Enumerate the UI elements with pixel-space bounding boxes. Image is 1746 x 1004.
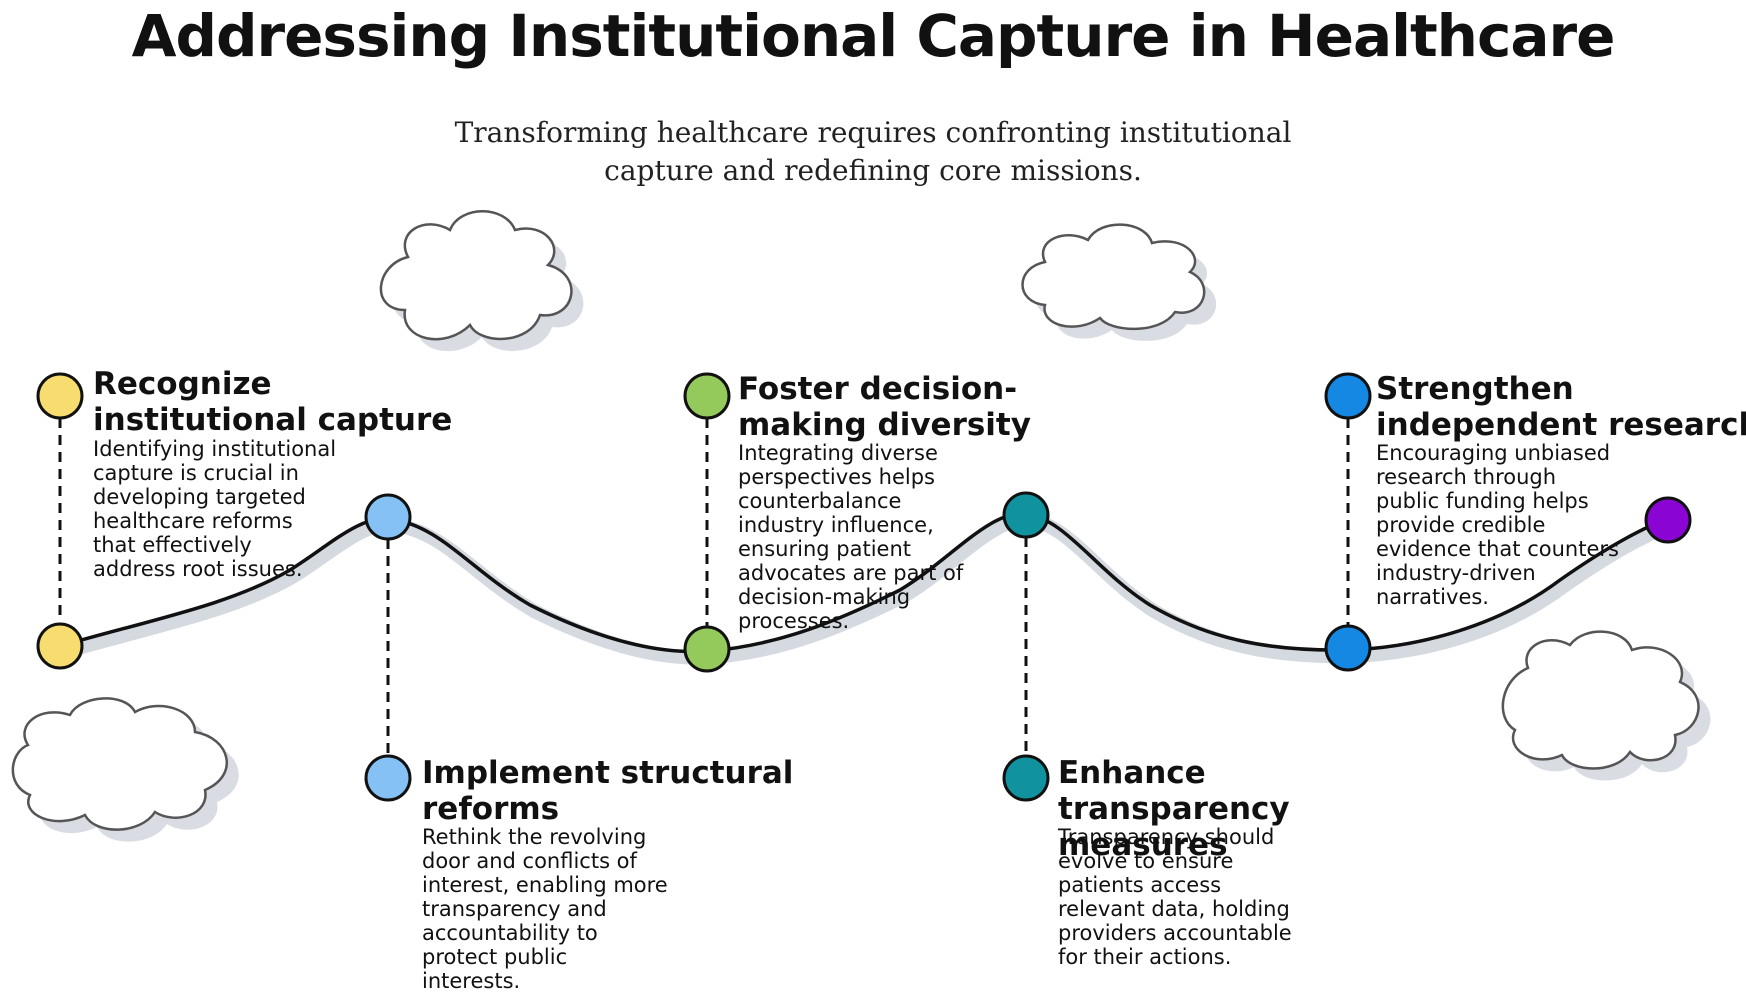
desc-line: Transparency should [1058,825,1275,849]
node-step-5-path [1324,624,1372,672]
desc-line: address root issues. [93,557,303,581]
desc-line: relevant data, holding [1058,897,1290,921]
step-4-title-line-1: Enhance [1058,755,1206,791]
desc-line: transparency and [422,897,607,921]
desc-line: evolve to ensure [1058,849,1234,873]
node-step-3-path [683,625,731,673]
step-3-description: Integrating diverse perspectives helps c… [738,441,1038,633]
desc-line: capture is crucial in [93,461,299,485]
node-step-2-path [364,493,412,541]
desc-line: counterbalance [738,489,902,513]
desc-line: protect public [422,945,568,969]
desc-line: door and conflicts of [422,849,637,873]
step-4-title-line-2: transparency [1058,791,1290,827]
step-5-description: Encouraging unbiased research through pu… [1376,441,1676,609]
desc-line: patients access [1058,873,1222,897]
node-step-5-top [1324,372,1372,420]
desc-line: providers accountable [1058,921,1292,945]
step-1-title: Recognize institutional capture [93,366,523,438]
desc-line: Encouraging unbiased [1376,441,1611,465]
desc-line: accountability to [422,921,598,945]
desc-line: narratives. [1376,585,1489,609]
node-end [1644,496,1692,544]
desc-line: evidence that counters [1376,537,1619,561]
step-4-title: Enhance transparency measures [1058,755,1488,863]
desc-line: advocates are part of [738,561,964,585]
cloud-bottom-left [11,697,239,842]
step-4-title-line-3: measures [1058,827,1228,863]
roadmap-path-shadow [57,512,1683,665]
desc-line: research through [1376,465,1557,489]
step-3-title: Foster decision- making diversity [738,371,1168,443]
step-2-description: Rethink the revolving door and conflicts… [422,825,722,993]
desc-line: Rethink the revolving [422,825,647,849]
step-5-title-line-2: independent research [1376,407,1746,443]
desc-line: processes. [738,609,850,633]
page-subtitle: Transforming healthcare requires confron… [423,114,1323,190]
desc-line: perspectives helps [738,465,935,489]
step-2-title-line-2: reforms [422,791,560,827]
desc-line: Identifying institutional [93,437,337,461]
step-1-description: Identifying institutional capture is cru… [93,437,393,581]
step-3-title-line-2: making diversity [738,407,1031,443]
node-step-3-top [683,372,731,420]
step-2-title-line-1: Implement structural [422,755,794,791]
subtitle-line-2: capture and redefining core missions. [604,154,1142,187]
roadmap-path [58,512,1674,654]
desc-line: that effectively [93,533,252,557]
desc-line: developing targeted [93,485,306,509]
desc-line: decision-making [738,585,911,609]
desc-line: ensuring patient [738,537,911,561]
page-title: Addressing Institutional Capture in Heal… [131,2,1616,70]
step-1-title-line-1: Recognize [93,366,272,402]
node-step-4-path [1002,491,1050,539]
step-5-title: Strengthen independent research [1376,371,1746,443]
cloud-top-left [379,210,584,352]
desc-line: public funding helps [1376,489,1589,513]
desc-line: interests. [422,969,521,993]
cloud-top-right [1021,223,1217,341]
step-2-title: Implement structural reforms [422,755,852,827]
desc-line: industry-driven [1376,561,1536,585]
desc-line: for their actions. [1058,945,1232,969]
node-step-1-path [36,622,84,670]
step-3-title-line-1: Foster decision- [738,371,1018,407]
desc-line: Integrating diverse [738,441,938,465]
desc-line: interest, enabling more [422,873,668,897]
desc-line: provide credible [1376,513,1546,537]
node-step-4-bottom [1002,754,1050,802]
desc-line: healthcare reforms [93,509,293,533]
node-step-2-bottom [364,754,412,802]
desc-line: industry influence, [738,513,934,537]
cloud-bottom-right [1501,630,1711,781]
node-step-1-top [36,372,84,420]
step-1-title-line-2: institutional capture [93,402,453,438]
step-4-description: Transparency should evolve to ensure pat… [1058,825,1358,969]
subtitle-line-1: Transforming healthcare requires confron… [454,116,1292,149]
step-5-title-line-1: Strengthen [1376,371,1574,407]
